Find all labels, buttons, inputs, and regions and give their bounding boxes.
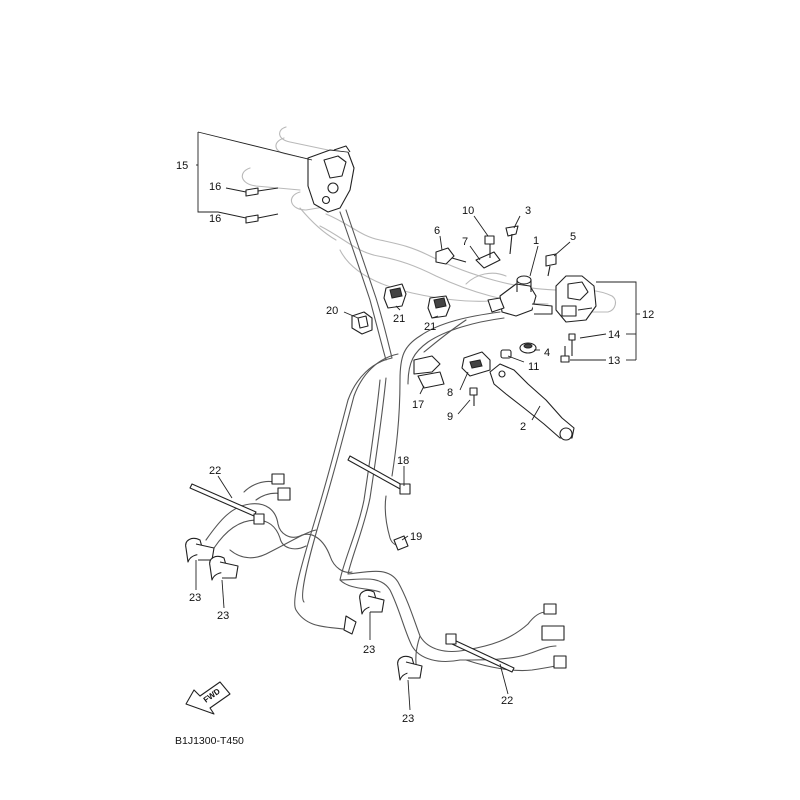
clamp-23-d bbox=[397, 655, 423, 681]
screw-16-upper bbox=[245, 187, 279, 197]
screw-16-lower bbox=[245, 213, 279, 224]
clamp-23-c bbox=[343, 589, 385, 635]
clip-19 bbox=[393, 535, 409, 551]
callout-23-a: 23 bbox=[189, 592, 201, 604]
lever-2 bbox=[489, 363, 575, 441]
clamp-23-b bbox=[209, 555, 239, 581]
callout-10: 10 bbox=[462, 205, 474, 217]
callout-8: 8 bbox=[447, 387, 453, 399]
callout-13: 13 bbox=[608, 355, 620, 367]
callout-21-left: 21 bbox=[393, 313, 405, 325]
callout-15: 15 bbox=[176, 160, 188, 172]
callout-23-c: 23 bbox=[363, 644, 375, 656]
callout-4: 4 bbox=[544, 347, 550, 359]
callout-9: 9 bbox=[447, 411, 453, 423]
callout-22-upper: 22 bbox=[209, 465, 221, 477]
callout-23-d: 23 bbox=[402, 713, 414, 725]
bolt-5 bbox=[545, 253, 557, 277]
leader-lines bbox=[195, 131, 640, 711]
screw-14 bbox=[568, 333, 576, 356]
screw-9 bbox=[469, 387, 478, 406]
lever-holder-1 bbox=[487, 275, 553, 317]
callout-7: 7 bbox=[462, 236, 468, 248]
connector-lower-right bbox=[541, 603, 567, 669]
wire-harness bbox=[205, 209, 567, 677]
callout-19: 19 bbox=[410, 531, 422, 543]
left-handlebar-switch bbox=[307, 145, 355, 213]
callout-6: 6 bbox=[434, 225, 440, 237]
nut-4 bbox=[519, 342, 537, 354]
callout-14: 14 bbox=[608, 329, 620, 341]
clamp-23-a bbox=[185, 537, 215, 563]
clip-20 bbox=[351, 311, 373, 335]
diagram-code: B1J1300-T450 bbox=[175, 735, 244, 747]
clip-21-left bbox=[383, 283, 407, 309]
callout-20: 20 bbox=[326, 305, 338, 317]
fwd-arrow-icon: FWD bbox=[185, 681, 231, 715]
callout-5: 5 bbox=[570, 231, 576, 243]
cable-tie-22-lower bbox=[445, 633, 515, 673]
bolt-6 bbox=[435, 247, 467, 265]
screw-13 bbox=[560, 346, 570, 363]
callout-22-lower: 22 bbox=[501, 695, 513, 707]
callout-17: 17 bbox=[412, 399, 424, 411]
callout-labels: 1 2 3 4 5 6 7 8 9 10 11 12 13 14 15 16 1… bbox=[176, 160, 654, 725]
washer-7 bbox=[475, 251, 501, 269]
callout-16-upper: 16 bbox=[209, 181, 221, 193]
callout-3: 3 bbox=[525, 205, 531, 217]
callout-18: 18 bbox=[397, 455, 409, 467]
callout-11: 11 bbox=[528, 361, 539, 373]
clip-21-right bbox=[427, 295, 451, 319]
cable-tie-18 bbox=[347, 455, 411, 495]
connector-upper-left bbox=[271, 473, 291, 501]
clamp-17 bbox=[413, 355, 445, 389]
bolt-3 bbox=[505, 225, 519, 255]
screw-10 bbox=[484, 235, 495, 258]
callout-23-b: 23 bbox=[217, 610, 229, 622]
callout-16-lower: 16 bbox=[209, 213, 221, 225]
switch-8 bbox=[461, 351, 491, 377]
callout-1: 1 bbox=[533, 235, 539, 247]
cable-tie-22-upper bbox=[189, 483, 265, 525]
right-handlebar-switch bbox=[555, 275, 597, 323]
callout-2: 2 bbox=[520, 421, 526, 433]
callout-12: 12 bbox=[642, 309, 654, 321]
callout-21-right: 21 bbox=[424, 321, 436, 333]
